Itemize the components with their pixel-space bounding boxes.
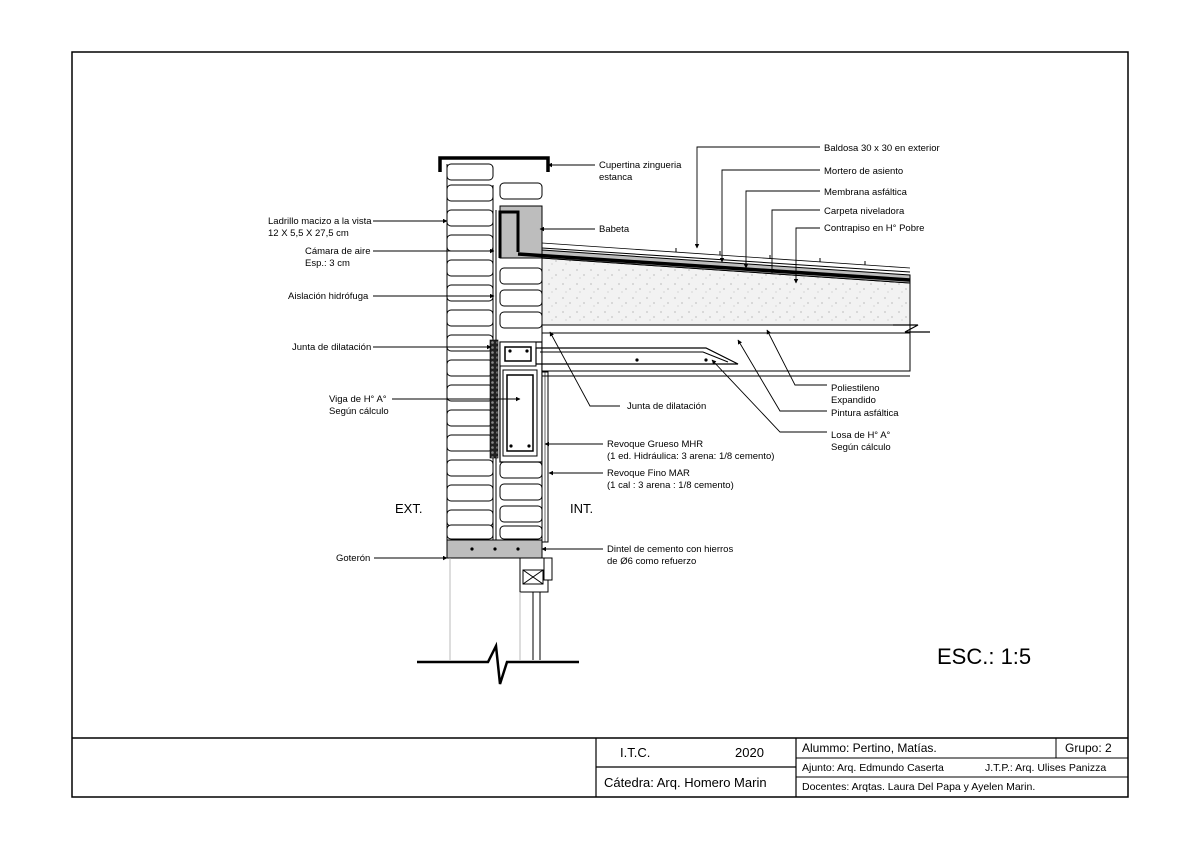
label-revoque-grueso-line2: (1 ed. Hidráulica: 3 arena: 1/8 cemento) — [607, 451, 774, 462]
label-contrapiso: Contrapiso en H° Pobre — [824, 223, 924, 234]
label-losa-line2: Según cálculo — [831, 442, 891, 453]
right-labels: Cupertina zingueria estanca Babeta Baldo… — [570, 143, 940, 567]
interior-brick-wythe — [499, 182, 543, 540]
title-block — [72, 737, 1128, 797]
label-viga-line2: Según cálculo — [329, 406, 389, 417]
sheet-border — [71, 51, 1129, 798]
label-cupertina-line2: estanca — [599, 172, 633, 183]
membrane-upturn — [498, 210, 520, 258]
label-junta-right: Junta de dilatación — [627, 401, 706, 412]
title-catedra: Cátedra: Arq. Homero Marin — [604, 775, 767, 790]
label-cupertina-line1: Cupertina zingueria — [599, 160, 682, 171]
label-goteron: Goterón — [336, 553, 370, 564]
title-alumno: Alummo: Pertino, Matías. — [802, 741, 937, 755]
window-frame — [519, 557, 553, 660]
label-membrana: Membrana asfáltica — [824, 187, 908, 198]
label-camara-line1: Cámara de aire — [305, 246, 370, 257]
title-jtp: J.T.P.: Arq. Ulises Panizza — [985, 762, 1106, 774]
label-carpeta: Carpeta niveladora — [824, 206, 905, 217]
break-line — [417, 641, 579, 685]
label-baldosa: Baldosa 30 x 30 en exterior — [824, 143, 940, 154]
label-mortero: Mortero de asiento — [824, 166, 903, 177]
exterior-brick-wythe — [446, 163, 494, 540]
label-viga-line1: Viga de H° A° — [329, 394, 387, 405]
label-poliestileno-line1: Poliestileno — [831, 383, 880, 394]
wall-section — [417, 156, 930, 685]
label-interior: INT. — [570, 501, 593, 516]
label-junta-left: Junta de dilatación — [292, 342, 371, 353]
label-losa-line1: Losa de H° A° — [831, 430, 891, 441]
label-aislacion: Aislación hidrófuga — [288, 291, 369, 302]
title-ajunto: Ajunto: Arq. Edmundo Caserta — [802, 762, 944, 774]
roof-slab — [517, 242, 930, 377]
title-institution: I.T.C. — [620, 745, 650, 760]
label-exterior: EXT. — [395, 501, 422, 516]
label-babeta: Babeta — [599, 224, 630, 235]
title-year: 2020 — [735, 745, 764, 760]
babeta — [499, 205, 543, 259]
scale-label: ESC.: 1:5 — [937, 644, 1031, 669]
label-poliestileno-line2: Expandido — [831, 395, 876, 406]
label-pintura: Pintura asfáltica — [831, 408, 899, 419]
label-ladrillo-line1: Ladrillo macizo a la vista — [268, 216, 372, 227]
title-docentes: Docentes: Arqtas. Laura Del Papa y Ayele… — [802, 781, 1035, 793]
left-labels: Ladrillo macizo a la vista 12 X 5,5 X 27… — [268, 216, 422, 564]
leader-lines — [373, 146, 827, 561]
label-dintel-line1: Dintel de cemento con hierros — [607, 544, 733, 555]
label-revoque-grueso-line1: Revoque Grueso MHR — [607, 439, 703, 450]
label-revoque-fino-line2: (1 cal : 3 arena : 1/8 cemento) — [607, 480, 734, 491]
label-revoque-fino-line1: Revoque Fino MAR — [607, 468, 690, 479]
label-dintel-line2: de Ø6 como refuerzo — [607, 556, 696, 567]
label-ladrillo-line2: 12 X 5,5 X 27,5 cm — [268, 228, 349, 239]
label-camara-line2: Esp.: 3 cm — [305, 258, 350, 269]
title-grupo: Grupo: 2 — [1065, 741, 1112, 755]
